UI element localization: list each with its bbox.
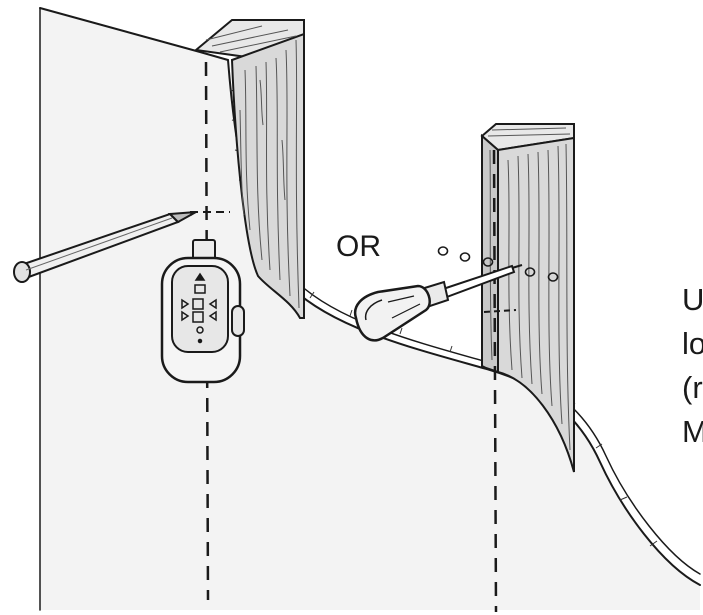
side-text-line-4: M (682, 414, 703, 449)
pencil-icon (13, 211, 197, 283)
probe-holes (437, 246, 559, 282)
side-instruction-text: U lo (r M (682, 282, 703, 449)
wood-stud-left (193, 19, 305, 319)
stud-center-mark (483, 309, 517, 313)
wood-stud-right (480, 123, 575, 473)
or-label: OR (336, 230, 381, 263)
side-text-line-2: lo (682, 326, 703, 361)
side-text-line-3: (r (682, 370, 703, 405)
stud-marker-line-right (492, 149, 498, 613)
stud-finder-device (160, 239, 245, 384)
side-text-line-1: U (682, 282, 703, 317)
stud-finder-indicators (181, 272, 217, 344)
screwdriver-icon (353, 264, 523, 342)
